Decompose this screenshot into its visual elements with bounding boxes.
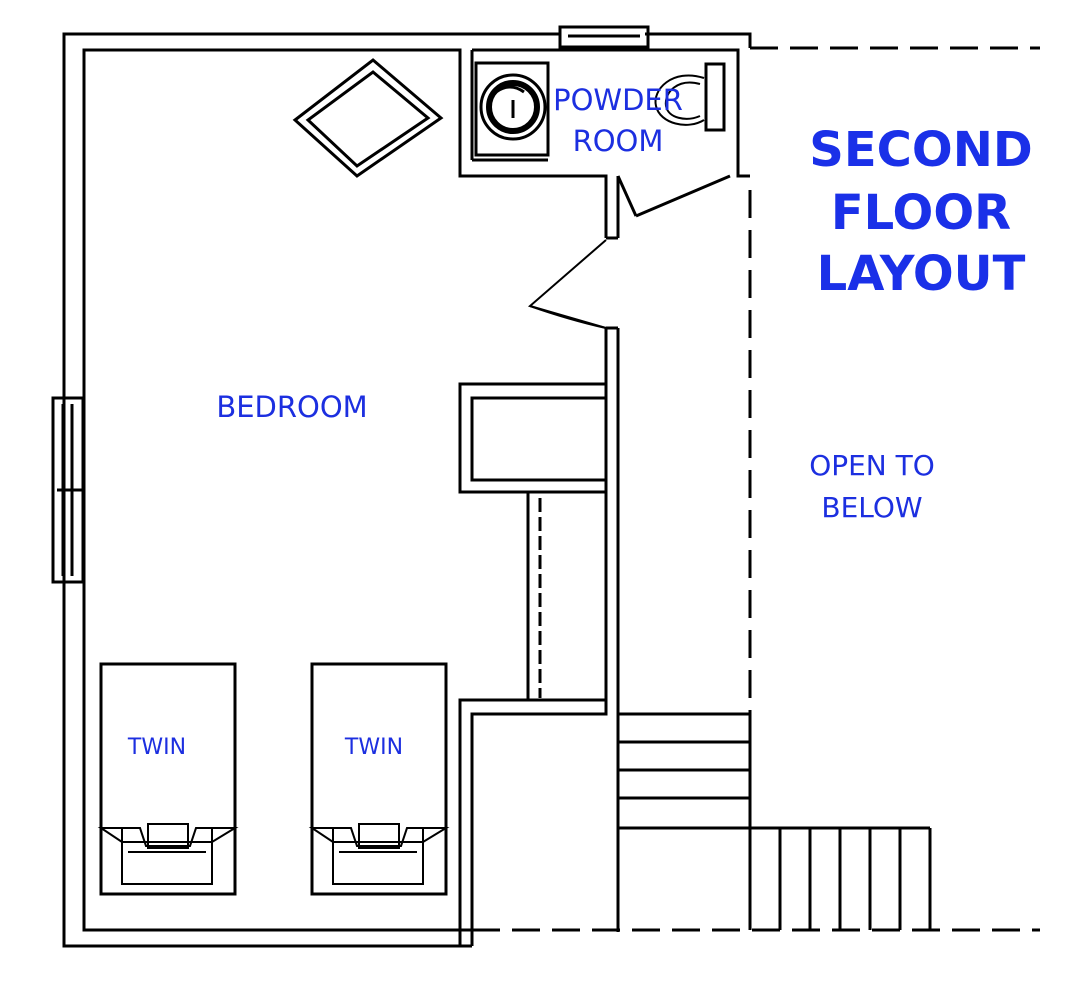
interior-walls: [458, 176, 620, 946]
powder-room-sink: [474, 61, 550, 157]
outer-walls: [62, 32, 752, 948]
title-line-3: LAYOUT: [817, 246, 1026, 302]
twin-bed-left: [97, 662, 239, 896]
stairs: [618, 712, 932, 930]
left-window: [51, 396, 85, 584]
bedroom-door: [527, 239, 607, 329]
powder-room-label-line1: POWDER: [553, 83, 683, 117]
powder-room-toilet: [654, 62, 726, 132]
open-to-below-boundary: [472, 46, 1040, 932]
open-to-below-label-line2: BELOW: [821, 491, 922, 524]
title-line-2: FLOOR: [831, 185, 1011, 241]
twin-bed-left-label: TWIN: [127, 735, 186, 760]
powder-room-label-line2: ROOM: [573, 124, 664, 158]
twin-bed-right: [308, 662, 450, 896]
open-to-below-label-line1: OPEN TO: [809, 449, 935, 482]
skylight: [292, 58, 444, 178]
title-line-1: SECOND: [809, 122, 1032, 178]
powder-room-door: [616, 174, 731, 218]
bedroom-label: BEDROOM: [216, 390, 367, 424]
top-window: [558, 25, 650, 49]
twin-bed-right-label: TWIN: [344, 735, 403, 760]
